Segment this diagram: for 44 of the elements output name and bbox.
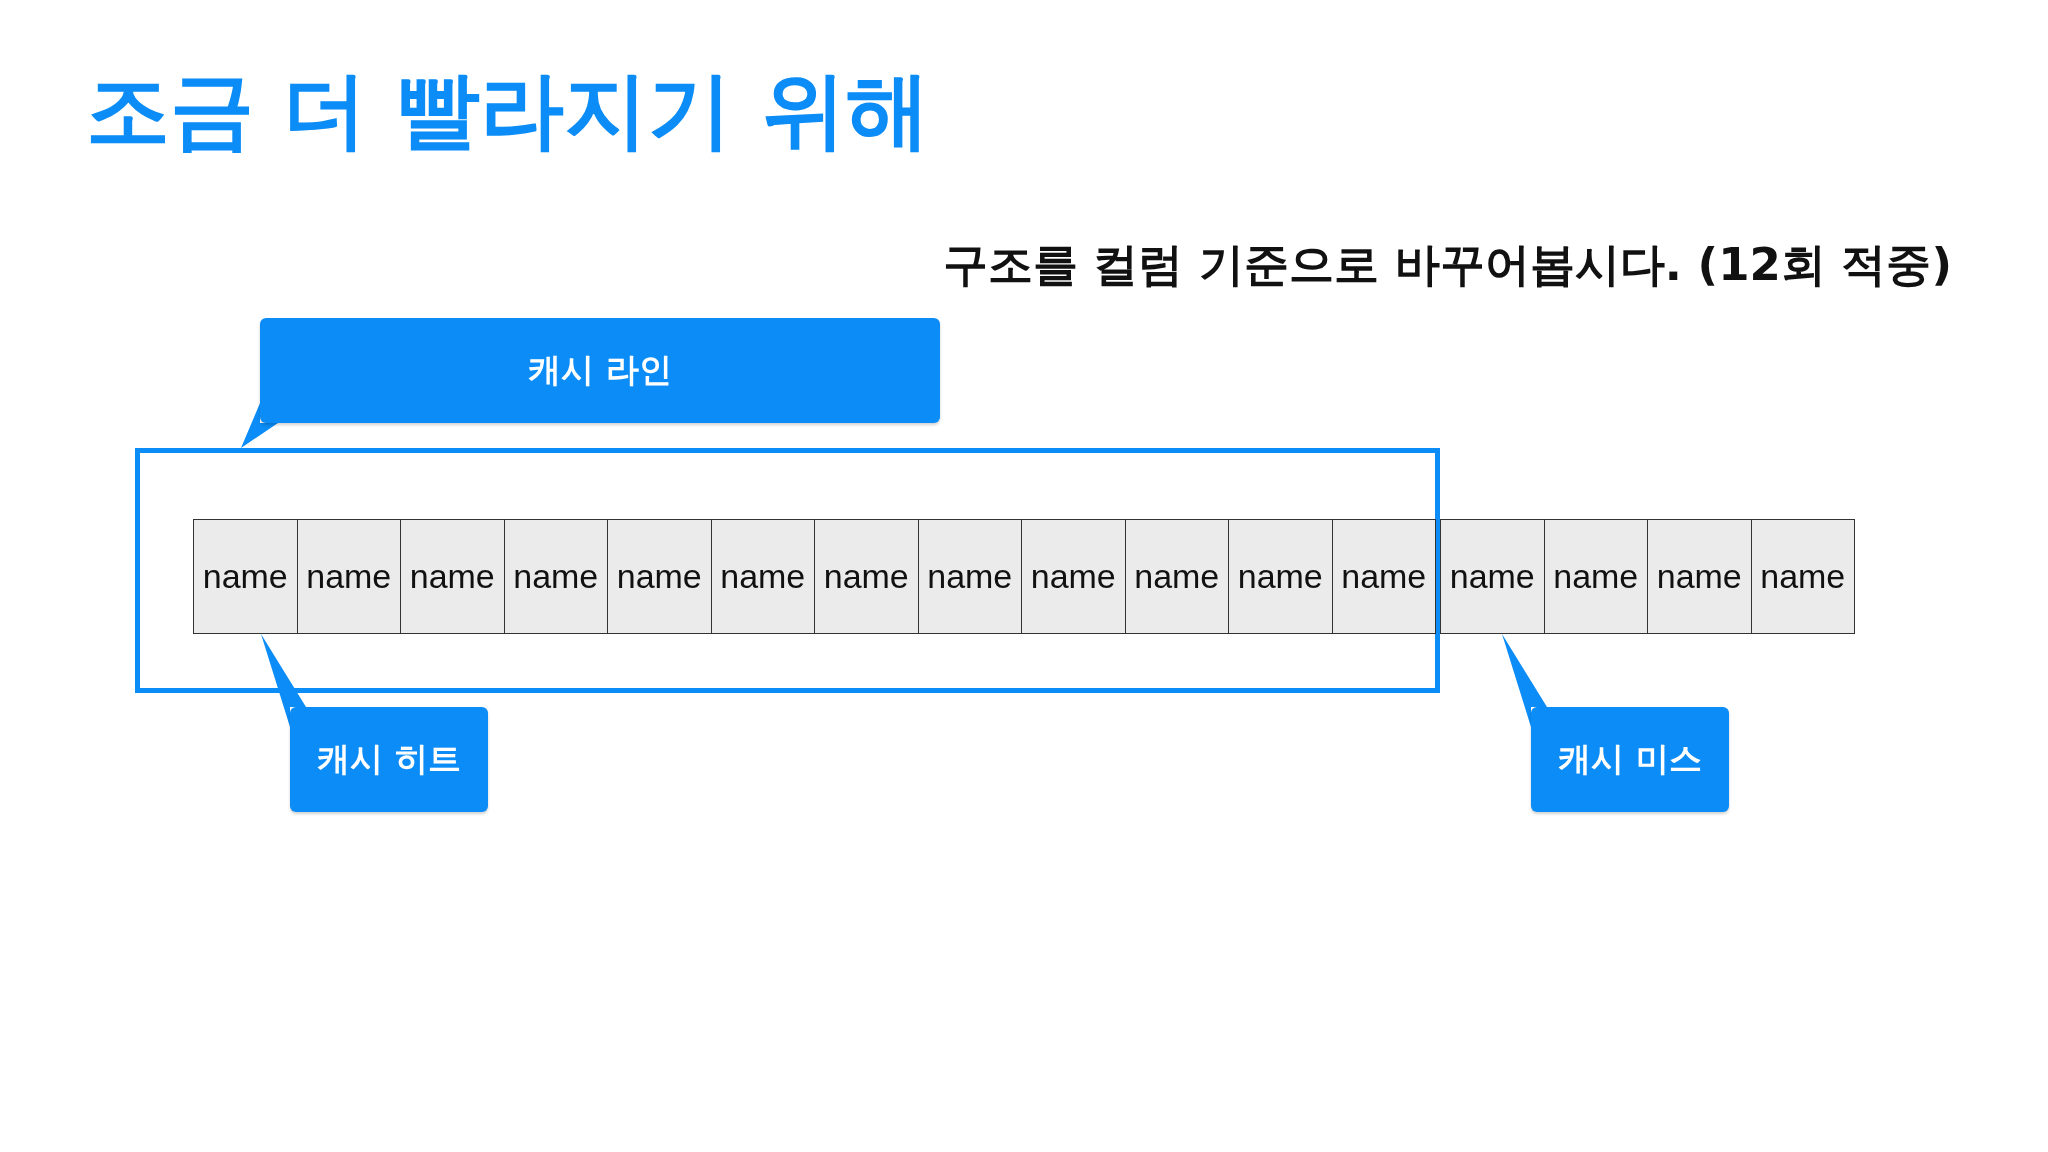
memory-cell xyxy=(1228,519,1333,634)
callout-bubble xyxy=(1531,707,1729,812)
callout-bubble xyxy=(260,318,940,423)
cell-text: name xyxy=(616,557,702,596)
slide-title: 조금 더 빨라지기 위해 xyxy=(86,62,930,159)
cell-text: name xyxy=(720,557,806,596)
cell-text: name xyxy=(306,557,392,596)
cache-line-frame xyxy=(135,448,1440,693)
memory-cell xyxy=(607,519,712,634)
callout-text: 캐시 히트 xyxy=(317,738,461,780)
memory-cell xyxy=(917,519,1022,634)
cell-text: name xyxy=(1030,557,1116,596)
callout-pointer xyxy=(241,403,278,448)
cell-text: name xyxy=(513,557,599,596)
callout-pointer xyxy=(1502,634,1547,727)
memory-cell xyxy=(1750,519,1855,634)
cell-text: name xyxy=(1760,557,1846,596)
callout-pointer xyxy=(261,634,306,727)
memory-cell xyxy=(1647,519,1752,634)
subtitle-text: 구조를 컬럼 기준으로 바꾸어봅시다. (12회 적중) xyxy=(942,238,1952,292)
memory-cell xyxy=(710,519,815,634)
memory-cell xyxy=(296,519,401,634)
memory-cell xyxy=(814,519,919,634)
callout-bubble xyxy=(290,707,488,812)
cell-text: name xyxy=(1237,557,1323,596)
cell-text: name xyxy=(1341,557,1427,596)
callout-text: 캐시 라인 xyxy=(528,349,672,391)
memory-cell xyxy=(1543,519,1648,634)
memory-cell xyxy=(1440,519,1545,634)
callout-text: 캐시 미스 xyxy=(1558,738,1702,780)
cell-text: name xyxy=(927,557,1013,596)
cell-text: name xyxy=(1656,557,1742,596)
cell-text: name xyxy=(1449,557,1535,596)
cell-text: name xyxy=(409,557,495,596)
cell-text: name xyxy=(202,557,288,596)
cell-text: name xyxy=(823,557,909,596)
memory-cell xyxy=(503,519,608,634)
memory-cell xyxy=(1021,519,1126,634)
memory-cell xyxy=(1331,519,1436,634)
memory-cell xyxy=(1124,519,1229,634)
memory-cell xyxy=(193,519,298,634)
cell-text: name xyxy=(1134,557,1220,596)
cell-text: name xyxy=(1553,557,1639,596)
memory-cell xyxy=(400,519,505,634)
